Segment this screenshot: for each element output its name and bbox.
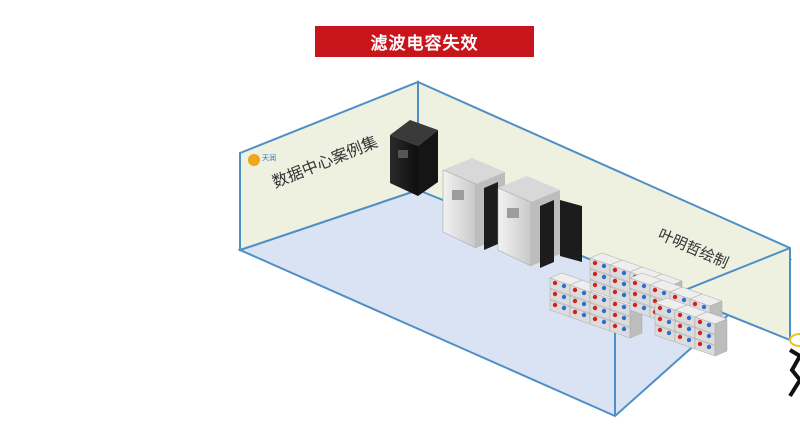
logo-text: 天润: [262, 153, 276, 162]
battery-banks: [549, 252, 728, 357]
banner-title: 滤波电容失效: [370, 34, 479, 54]
title-banner: 滤波电容失效: [315, 26, 534, 57]
logo: 天润: [248, 153, 276, 166]
battery-unit: [694, 311, 728, 335]
server-rack: [390, 120, 438, 196]
person-figure: [788, 333, 800, 398]
ups-cabinet-2: [497, 176, 582, 268]
ups-cabinet-1: [442, 158, 505, 250]
